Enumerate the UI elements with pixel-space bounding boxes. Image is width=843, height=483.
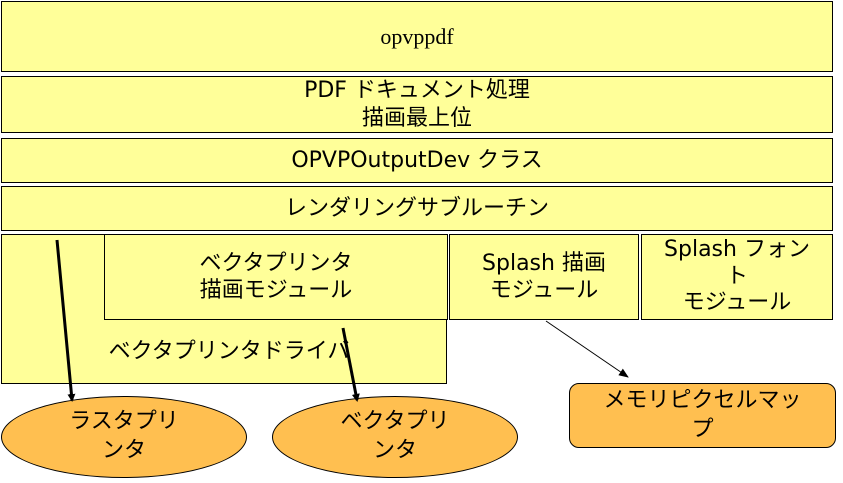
pdf-document-layer: PDF ドキュメント処理 描画最上位: [1, 76, 833, 133]
splash-draw-label-line1: Splash 描画: [482, 250, 606, 276]
vector-printer-draw-module: ベクタプリンタ 描画モジュール: [104, 234, 448, 320]
vector-module-label-line2: 描画モジュール: [199, 278, 353, 303]
splash-font-label-line2: ト: [725, 263, 748, 289]
memory-pixmap-output: メモリピクセルマッ プ: [569, 383, 836, 448]
rendering-subroutine-label: レンダリングサブルーチン: [284, 195, 549, 221]
vector-printer-output: ベクタプリ ンタ: [272, 396, 518, 478]
rendering-subroutine-layer: レンダリングサブルーチン: [1, 186, 833, 231]
splash-font-label-line1: Splash フォン: [664, 237, 810, 263]
vector-printer-label-line2: ンタ: [372, 438, 417, 463]
splash-draw-module: Splash 描画 モジュール: [449, 234, 639, 320]
raster-printer-label-line2: ンタ: [101, 438, 146, 463]
vector-module-label-line1: ベクタプリンタ: [199, 250, 353, 276]
raster-printer-label-line1: ラスタプリ: [69, 409, 179, 435]
memory-pixmap-label-line1: メモリピクセルマッ: [603, 387, 802, 413]
memory-pixmap-label-line2: プ: [691, 416, 714, 442]
vector-printer-label-line1: ベクタプリ: [340, 409, 450, 435]
arrow-splash-to-pixmap: [545, 320, 629, 378]
opvppdf-layer: opvppdf: [1, 1, 833, 72]
opvppdf-label: opvppdf: [380, 23, 454, 49]
vector-printer-driver-label: ベクタプリンタドライバ: [108, 338, 350, 364]
output-dev-label: OPVPOutputDev クラス: [291, 147, 543, 173]
pdf-document-label-line2: 描画最上位: [361, 105, 472, 131]
pdf-document-label-line1: PDF ドキュメント処理: [304, 78, 530, 103]
output-dev-layer: OPVPOutputDev クラス: [1, 138, 833, 183]
raster-printer-output: ラスタプリ ンタ: [1, 396, 247, 478]
splash-draw-label-line2: モジュール: [489, 278, 599, 303]
splash-font-module: Splash フォン ト モジュール: [641, 234, 833, 320]
splash-font-label-line3: モジュール: [682, 290, 792, 316]
